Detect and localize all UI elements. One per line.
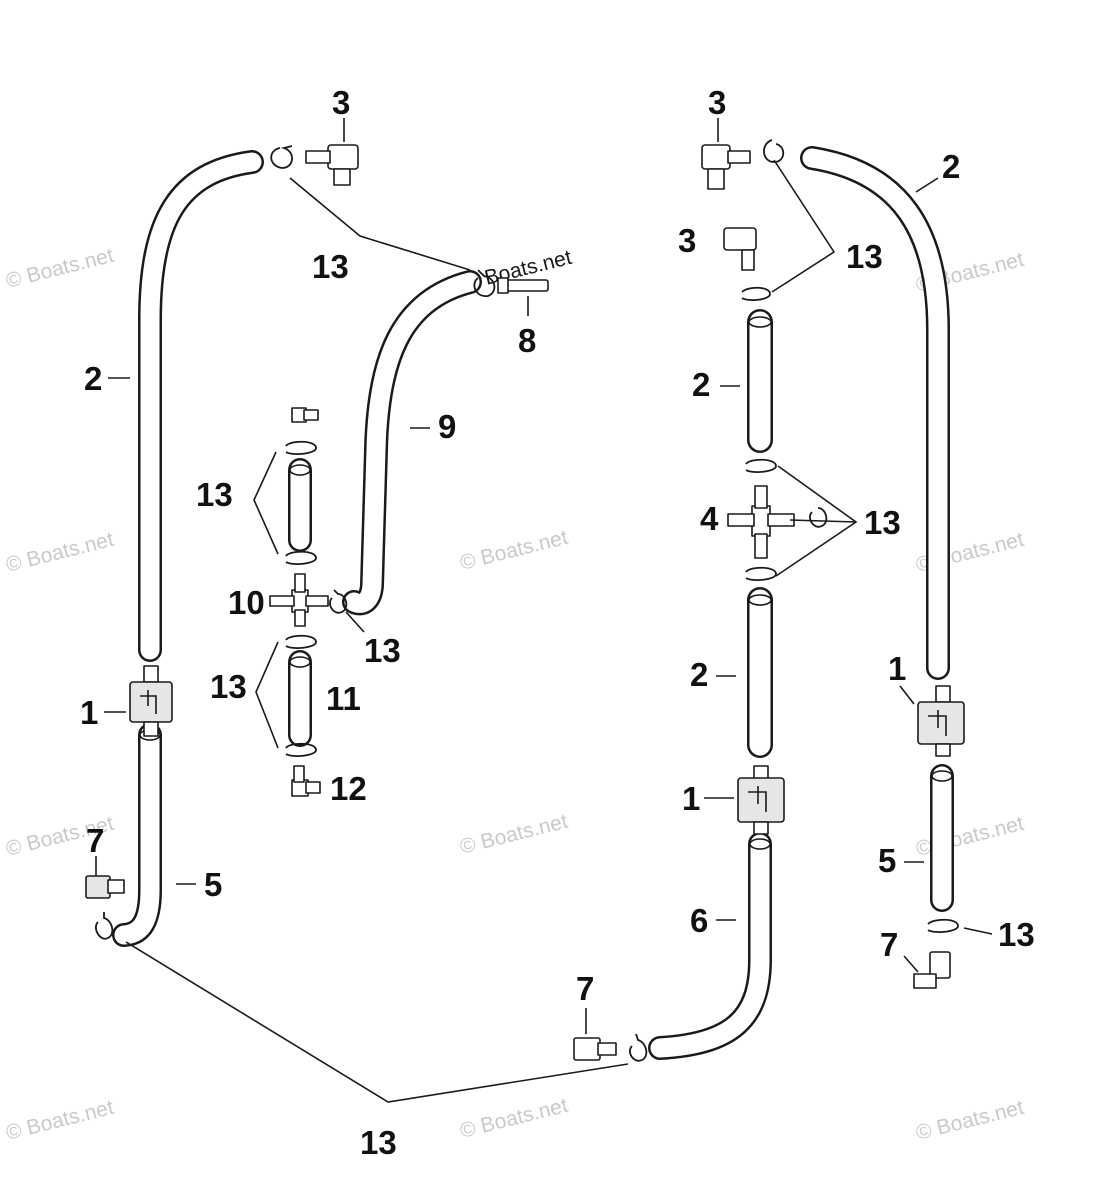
elbow-fitting-3-right	[701, 144, 751, 190]
watermark: © Boats.net	[458, 1094, 570, 1143]
callout-4: 4	[700, 500, 719, 537]
callout-2: 2	[692, 366, 710, 403]
hose-6	[648, 832, 772, 1060]
callouts: 3 3 2 3 13 13 8 2 2 9 13 4 13 10 13 1 2 …	[80, 84, 1035, 1161]
watermark: © Boats.net	[4, 244, 116, 293]
elbow-fitting-3-mid	[723, 227, 757, 271]
callout-3: 3	[678, 222, 696, 259]
watermark: © Boats.net	[4, 1096, 116, 1145]
elbow-fitting-3-left	[305, 144, 359, 186]
watermark: © Boats.net	[4, 528, 116, 577]
callout-3: 3	[332, 84, 350, 121]
leader-lines	[95, 118, 993, 1103]
callout-1: 1	[682, 780, 700, 817]
watermark: © Boats.net	[914, 1096, 1026, 1145]
elbow-fitting-7-right	[913, 951, 951, 989]
callout-13: 13	[364, 632, 401, 669]
hoses	[112, 146, 954, 1060]
filter-1-left	[129, 665, 173, 737]
small-elbow-top	[291, 407, 319, 423]
hose-9	[342, 270, 482, 616]
fitting-8	[497, 277, 549, 294]
callout-13: 13	[864, 504, 901, 541]
callout-13: 13	[846, 238, 883, 275]
hose-left-tall	[138, 150, 264, 662]
callout-13: 13	[210, 668, 247, 705]
callout-2: 2	[690, 656, 708, 693]
clamps	[95, 139, 959, 1062]
cross-fitting-4	[727, 485, 795, 559]
callout-13: 13	[312, 248, 349, 285]
callout-13: 13	[196, 476, 233, 513]
tee-fitting-10	[269, 573, 329, 627]
elbow-fitting-7-left	[85, 875, 125, 899]
callout-5: 5	[878, 842, 896, 879]
callout-13: 13	[360, 1124, 397, 1161]
watermark: © Boats.net	[458, 526, 570, 575]
elbow-fitting-7-bottom	[573, 1037, 617, 1061]
callout-11: 11	[326, 680, 361, 717]
callout-2: 2	[84, 360, 102, 397]
callout-5: 5	[204, 866, 222, 903]
filter-1-right	[917, 685, 965, 757]
callout-2: 2	[942, 148, 960, 185]
filter-1-mid	[737, 765, 785, 835]
callout-10: 10	[228, 584, 265, 621]
callout-8: 8	[518, 322, 536, 359]
elbow-fitting-12	[291, 765, 321, 797]
callout-6: 6	[690, 902, 708, 939]
callout-7: 7	[576, 970, 594, 1007]
hose-right-tall	[800, 146, 950, 680]
callout-12: 12	[330, 770, 367, 807]
hose-ends	[139, 316, 953, 850]
hose-5-left	[112, 723, 162, 947]
callout-1: 1	[80, 694, 98, 731]
callout-9: 9	[438, 408, 456, 445]
callout-3: 3	[708, 84, 726, 121]
callout-7: 7	[86, 822, 104, 859]
watermark: © Boats.net	[458, 810, 570, 859]
callout-1: 1	[888, 650, 906, 687]
callout-13: 13	[998, 916, 1035, 953]
callout-7: 7	[880, 926, 898, 963]
